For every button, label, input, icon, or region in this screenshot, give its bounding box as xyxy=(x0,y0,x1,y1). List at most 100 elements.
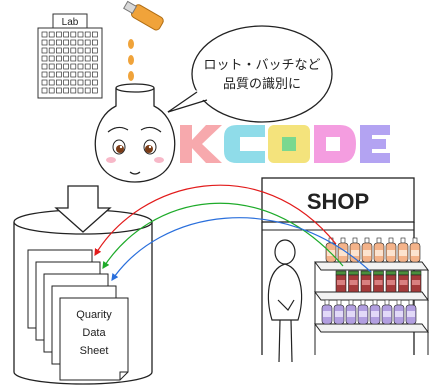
traceability-arrows xyxy=(94,184,372,281)
bottle xyxy=(333,299,345,325)
lab-window xyxy=(77,87,84,94)
bottle xyxy=(361,237,373,263)
bottle xyxy=(405,299,417,325)
lab-window xyxy=(56,71,62,78)
lab-window xyxy=(48,39,55,46)
bottle xyxy=(321,299,333,325)
jar xyxy=(360,270,372,293)
lab-window xyxy=(70,31,77,38)
lab-window xyxy=(77,79,84,86)
lab-window xyxy=(63,71,69,78)
jars-middle-row xyxy=(335,270,422,293)
bubble-text-line2: 品質の識別に xyxy=(223,76,301,91)
sheet-title-line3: Sheet xyxy=(80,345,109,357)
lab-label: Lab xyxy=(62,17,79,28)
lab-window xyxy=(56,63,62,70)
jar xyxy=(348,270,359,293)
bottle xyxy=(393,299,405,325)
lab-window xyxy=(92,39,98,46)
lab-window xyxy=(56,79,62,86)
kcode-logo xyxy=(180,125,390,163)
lab-window xyxy=(77,55,84,62)
lab-window xyxy=(56,55,62,62)
jar xyxy=(398,270,409,293)
logo-letter-c xyxy=(224,125,265,163)
bottle xyxy=(345,299,357,325)
lab-window xyxy=(41,39,48,46)
lab-window xyxy=(77,39,84,46)
bottle xyxy=(397,237,409,263)
bubble-text-line1: ロット・バッチなど xyxy=(203,57,320,72)
bottle xyxy=(385,237,397,263)
bottle xyxy=(381,299,393,325)
lab-window xyxy=(63,55,69,62)
lab-window xyxy=(41,55,48,62)
lab-window xyxy=(77,63,84,70)
lab-window xyxy=(63,87,69,94)
speech-bubble: ロット・バッチなど 品質の識別に xyxy=(167,25,333,123)
bottle xyxy=(373,237,385,263)
lab-window xyxy=(92,31,98,38)
lab-window xyxy=(48,47,55,54)
lab-window xyxy=(41,79,48,86)
lab-window xyxy=(77,71,84,78)
lab-window xyxy=(63,39,69,46)
sheet-title-line1: Quarity xyxy=(76,309,112,321)
trace-arrow-green xyxy=(102,202,344,270)
trace-arrow-blue xyxy=(111,217,372,281)
bottles-top-row xyxy=(325,237,421,263)
lab-window xyxy=(48,87,55,94)
bottle xyxy=(357,299,369,325)
lab-window xyxy=(70,39,77,46)
lab-window xyxy=(84,71,91,78)
lab-window xyxy=(77,31,84,38)
lab-window xyxy=(92,55,98,62)
lab-window xyxy=(92,87,98,94)
lab-window xyxy=(56,31,62,38)
lab-window xyxy=(56,47,62,54)
lab-window xyxy=(92,71,98,78)
lab-building: Lab xyxy=(37,13,103,99)
lab-window xyxy=(84,39,91,46)
lab-window xyxy=(70,63,77,70)
trace-arrow-red xyxy=(94,184,337,257)
bottles-bottom-row xyxy=(321,299,417,325)
data-drops xyxy=(128,39,134,81)
data-sheet-stack: Quarity Data Sheet xyxy=(27,249,129,381)
usb-drive-icon xyxy=(123,0,164,31)
logo-letter-k xyxy=(180,125,222,163)
lab-window xyxy=(41,63,48,70)
lab-window xyxy=(70,47,77,54)
logo-letter-o xyxy=(268,125,310,163)
lab-window xyxy=(48,55,55,62)
lab-window xyxy=(41,71,48,78)
lab-window xyxy=(70,87,77,94)
bottle xyxy=(369,299,381,325)
shop-booth: SHOP xyxy=(261,177,415,355)
lab-window xyxy=(63,79,69,86)
jar xyxy=(385,270,397,293)
lab-window xyxy=(84,63,91,70)
lab-window xyxy=(63,47,69,54)
lab-window xyxy=(48,63,55,70)
jar xyxy=(410,270,422,293)
lab-window xyxy=(56,87,62,94)
shopper-figure xyxy=(267,239,303,363)
lab-window xyxy=(84,47,91,54)
lab-window xyxy=(92,47,98,54)
lab-window xyxy=(77,47,84,54)
lab-window xyxy=(41,87,48,94)
lab-window xyxy=(41,31,48,38)
lab-window xyxy=(70,55,77,62)
lab-window xyxy=(92,79,98,86)
lab-window xyxy=(84,55,91,62)
down-arrow-icon xyxy=(54,185,112,233)
jar xyxy=(335,270,347,293)
jar xyxy=(373,270,384,293)
lab-window xyxy=(41,47,48,54)
lab-window xyxy=(70,79,77,86)
lab-window xyxy=(63,63,69,70)
flask-character xyxy=(94,83,176,183)
lab-window xyxy=(48,31,55,38)
